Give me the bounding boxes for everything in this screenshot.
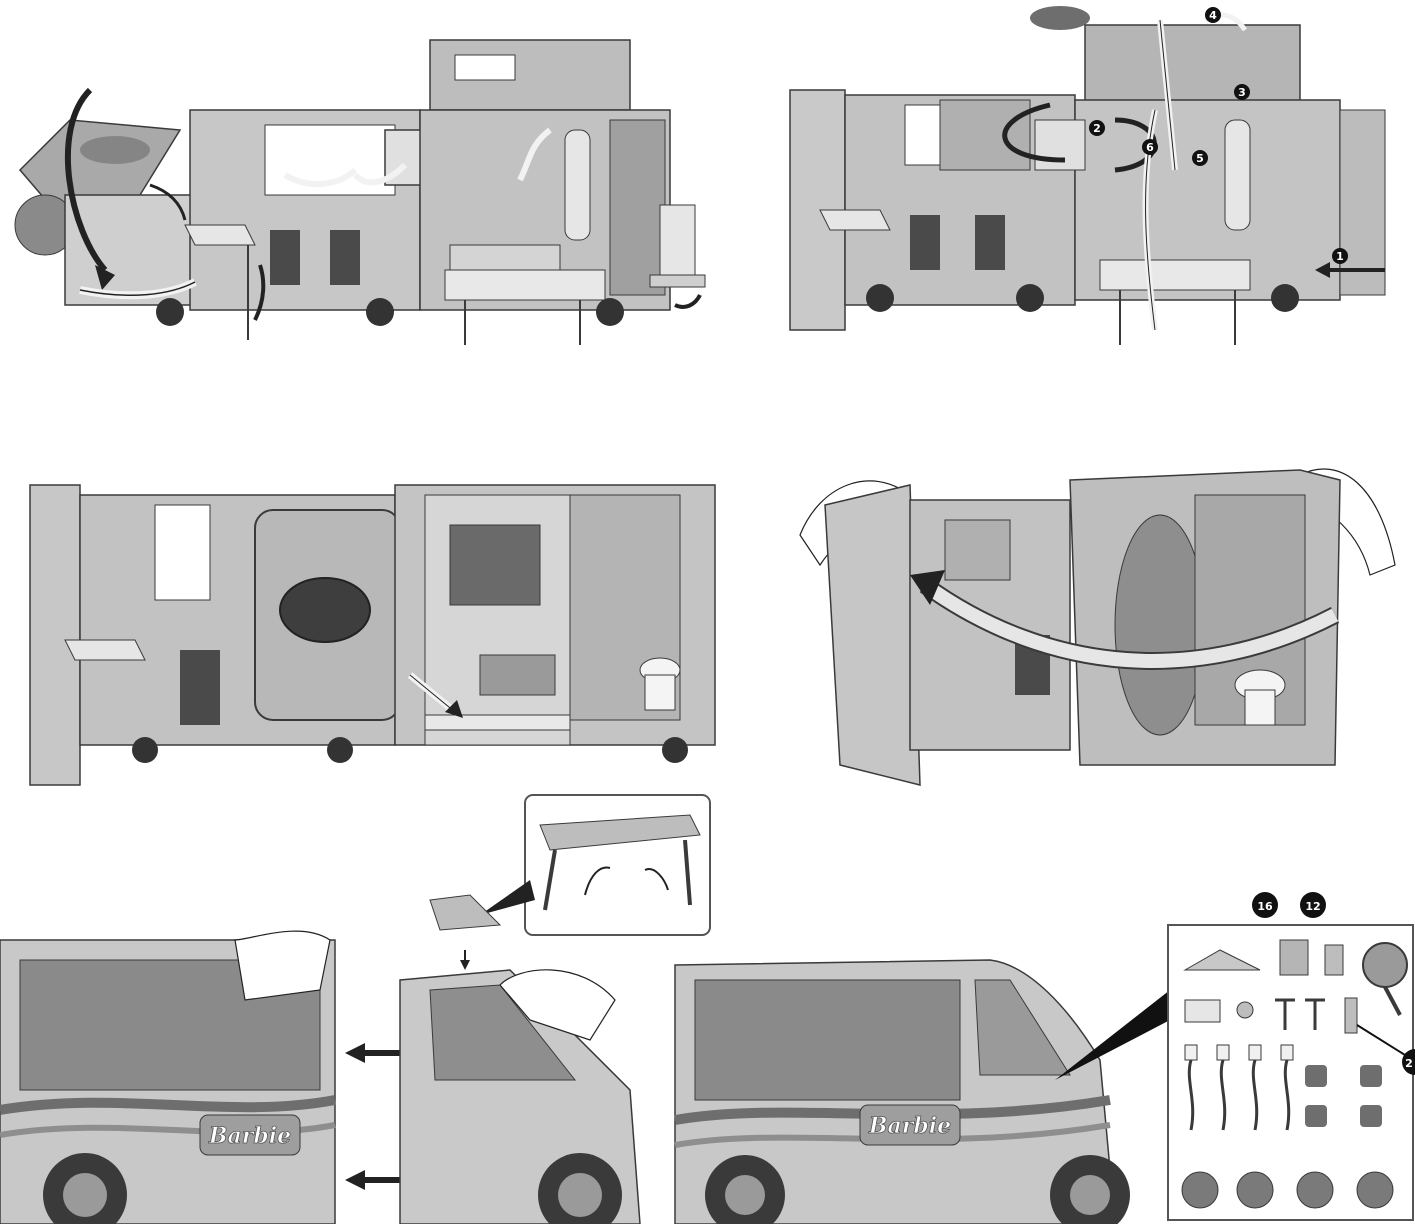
camper-fold-illustration (799, 468, 1396, 786)
roof-bunk (1084, 24, 1301, 106)
quantity-badge-2: 2 (1402, 1049, 1415, 1075)
camper-sequence-illustration: 1 2 3 4 5 6 (789, 6, 1386, 345)
hook (1275, 998, 1295, 1030)
seat-piece (429, 894, 502, 931)
skewers (1184, 1044, 1294, 1131)
quantity-badge-16: 16 (1252, 892, 1278, 918)
bed (1099, 259, 1251, 291)
hand (1030, 6, 1090, 30)
bottle (1344, 997, 1358, 1034)
rotate-arrow (64, 87, 108, 272)
milk-carton (1324, 944, 1344, 976)
svg-text:Barbie: Barbie (208, 1123, 291, 1149)
svg-text:4: 4 (1209, 9, 1217, 22)
svg-text:2: 2 (1405, 1057, 1413, 1070)
tv-screen (1034, 119, 1086, 171)
bed (424, 714, 571, 731)
svg-text:Barbie: Barbie (868, 1113, 951, 1139)
quantity-badge-12: 12 (1300, 892, 1326, 918)
barbie-logo: Barbie (859, 1104, 961, 1146)
bed (444, 269, 606, 301)
side-door (824, 484, 921, 786)
svg-text:1: 1 (1336, 250, 1344, 263)
svg-text:3: 3 (1238, 86, 1246, 99)
step-panel-unfold-camper (10, 20, 710, 360)
barbie-logo: Barbie (199, 1114, 301, 1156)
step-badge-1: 1 (1332, 248, 1348, 264)
hook (1305, 998, 1325, 1030)
step-panel-fold-closed (780, 445, 1410, 805)
step-panel-pool-cover (25, 480, 720, 800)
camper-pool-illustration (29, 484, 716, 786)
van-attach-illustration: Barbie (0, 794, 711, 1224)
svg-text:12: 12 (1305, 900, 1320, 913)
accessories-panel: 16 12 2 (1165, 890, 1415, 1224)
cereal-box (1279, 939, 1309, 976)
step-panel-assembled-van: Barbie (670, 950, 1170, 1224)
svg-text:5: 5 (1196, 152, 1204, 165)
tv-screen (449, 524, 541, 606)
mugs (1305, 1065, 1382, 1127)
step-badge-3: 3 (1234, 84, 1250, 100)
map (1184, 999, 1221, 1023)
frying-pan (1362, 942, 1408, 988)
step-panel-numbered-sequence: 1 2 3 4 5 6 (785, 0, 1405, 360)
plates (1181, 1171, 1394, 1209)
svg-text:16: 16 (1257, 900, 1273, 913)
hanger (1183, 949, 1261, 971)
svg-text:6: 6 (1146, 141, 1154, 154)
assembled-van-illustration: Barbie (674, 959, 1170, 1224)
toilet (659, 204, 696, 276)
step-badge-6: 6 (1142, 139, 1158, 155)
hand (234, 930, 331, 1001)
accessories-illustration: 16 12 2 (1167, 892, 1415, 1221)
step-badge-2: 2 (1089, 120, 1105, 136)
dog-toy (1236, 1001, 1254, 1019)
step-panel-attach-cab: Barbie (0, 790, 720, 1224)
step-badge-5: 5 (1192, 150, 1208, 166)
step-badge-4: 4 (1205, 7, 1221, 23)
svg-text:2: 2 (1093, 122, 1101, 135)
camper-unfold-illustration (14, 39, 706, 345)
